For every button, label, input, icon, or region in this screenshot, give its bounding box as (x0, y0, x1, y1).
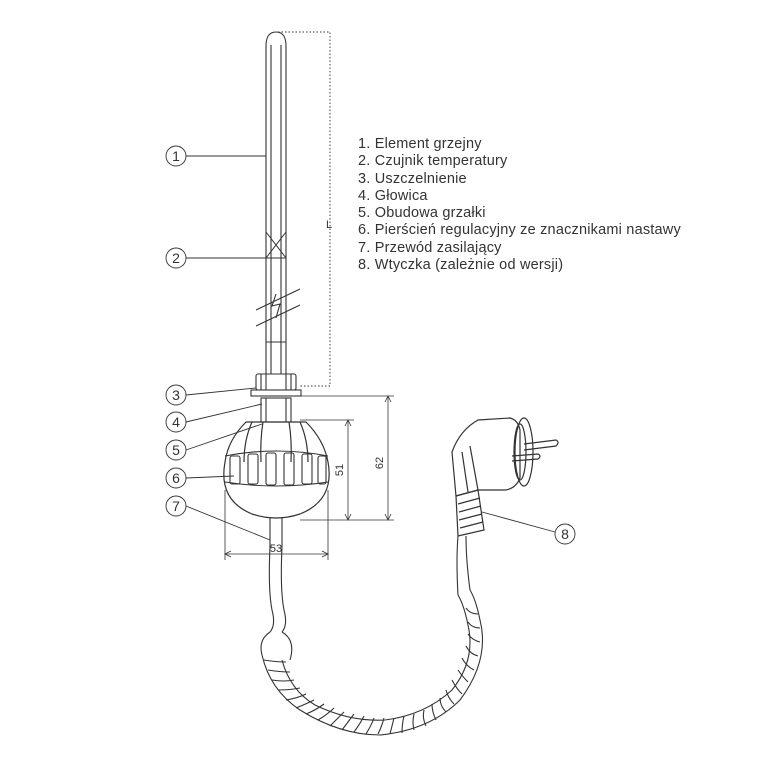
dimension-l-label: L (326, 219, 332, 231)
legend-item-plug: 8. Wtyczka (zależnie od wersji) (358, 257, 564, 274)
callout-2: 2 (172, 250, 180, 266)
seal-thread (250, 373, 302, 397)
dimension-53-label: 53 (270, 543, 282, 555)
callout-4: 4 (172, 414, 180, 430)
callouts (165, 145, 576, 545)
legend-item-temperature-sensor: 2. Czujnik temperatury (358, 153, 508, 170)
head (260, 397, 292, 423)
dimension-51-label: 51 (334, 464, 346, 476)
callout-8: 8 (561, 526, 569, 542)
legend-item-seal: 3. Uszczelnienie (358, 170, 467, 187)
temperature-sensor (255, 231, 301, 343)
callout-labels: 1 2 3 4 5 6 7 8 (172, 148, 569, 542)
regulation-ring (224, 450, 329, 487)
legend-item-power-cable: 7. Przewód zasilający (358, 239, 502, 256)
legend-item-head: 4. Głowica (358, 187, 428, 204)
parts-legend: 1. Element grzejny 2. Czujnik temperatur… (358, 136, 748, 274)
callout-6: 6 (172, 470, 180, 486)
dimension-lines (224, 395, 394, 560)
legend-item-heating-element: 1. Element grzejny (358, 136, 482, 152)
callout-3: 3 (172, 387, 180, 403)
dimension-62-label: 62 (374, 457, 386, 469)
callout-7: 7 (172, 498, 180, 514)
legend-item-regulation-ring: 6. Pierścień regulacyjny ze znacznikami … (358, 222, 681, 239)
callout-1: 1 (172, 148, 180, 164)
heating-element-rod (265, 31, 331, 387)
dimension-labels: L 62 51 53 (270, 219, 386, 555)
callout-5: 5 (172, 442, 180, 458)
power-cable (260, 517, 483, 736)
plug (451, 417, 559, 537)
legend-item-housing: 5. Obudowa grzałki (358, 205, 486, 222)
